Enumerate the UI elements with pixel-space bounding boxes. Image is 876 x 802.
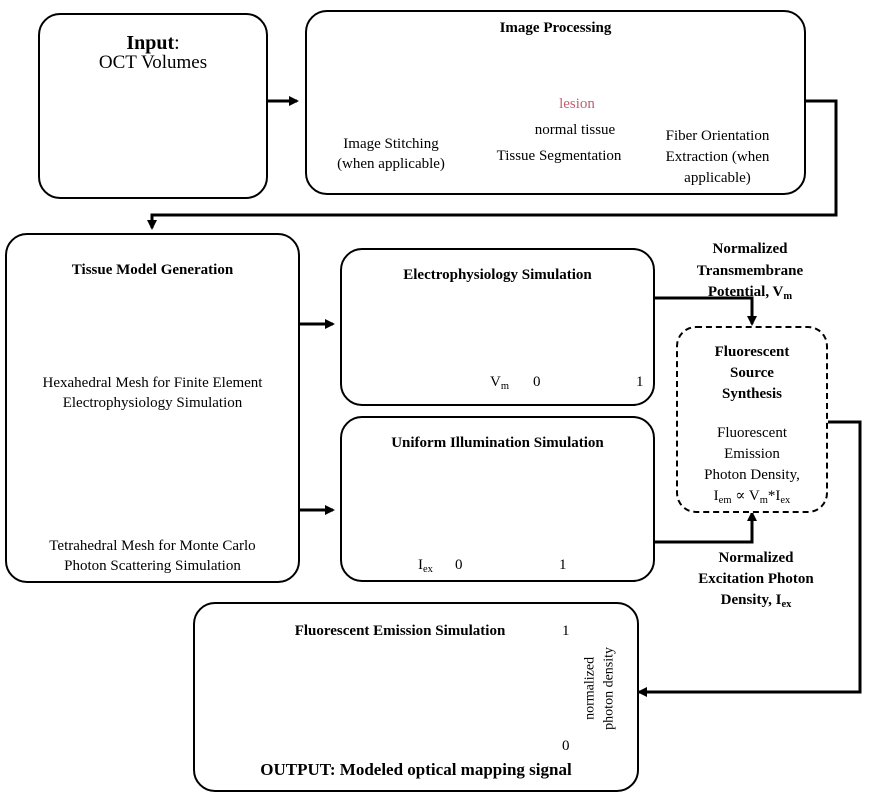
emission-box [193,602,639,792]
image-processing-box [305,10,806,195]
tet-mesh-label-2: Photon Scattering Simulation [64,558,241,574]
tet-mesh-label-1: Tetrahedral Mesh for Monte Carlo [49,538,256,554]
source-title-1: Fluorescent [714,344,790,360]
arrow-illum-to-source [655,511,757,544]
emission-colorbar-label-1: normalized [582,656,598,720]
segmentation-label: Tissue Segmentation [496,148,622,164]
illum-title: Uniform Illumination Simulation [391,435,604,451]
illumination-box [340,416,655,582]
iex-colorbar-label: Iex [418,557,433,575]
vm-colorbar-min: 0 [533,374,541,390]
fiber-label-1: Fiber Orientation [665,128,770,144]
output-label: OUTPUT: Modeled optical mapping signal [260,760,572,779]
arrow-source-to-output [637,420,862,697]
stitching-label-2: (when applicable) [337,156,445,172]
tissue-model-title: Tissue Model Generation [71,262,234,278]
input-box [38,13,268,199]
vm-label-2: Transmembrane [696,263,804,279]
connectors [147,96,862,697]
vm-label-1: Normalized [712,241,788,257]
fluorescent-source-box [676,326,828,513]
hex-mesh-label-2: Electrophysiology Simulation [62,395,243,411]
normal-tissue-label: normal tissue [534,122,616,138]
lesion-label: lesion [559,96,595,112]
source-body-3: Photon Density, [704,467,800,483]
electrophysiology-box [340,248,655,406]
fiber-label-3: applicable) [684,170,751,186]
arrow-electro-to-source [655,296,757,326]
processing-title: Image Processing [499,20,612,36]
stitching-label-1: Image Stitching [343,136,439,152]
iex-label-2: Excitation Photon [698,571,814,587]
electro-title: Electrophysiology Simulation [403,267,592,283]
emission-title: Fluorescent Emission Simulation [294,623,506,639]
input-title: Input: [126,32,180,54]
fiber-label-2: Extraction (when [665,149,770,165]
vm-label-3: Potential, Vm [707,284,793,302]
vm-colorbar-label: Vm [490,374,510,392]
iex-label-3: Density, Iex [720,592,792,610]
iex-colorbar-min: 0 [455,557,463,573]
emission-colorbar-max: 1 [562,623,570,639]
emission-colorbar-min: 0 [562,738,570,754]
source-body-2: Emission [724,446,780,462]
hex-mesh-label-1: Hexahedral Mesh for Finite Element [42,375,263,391]
vm-colorbar-max: 1 [636,374,644,390]
input-subtitle: OCT Volumes [98,52,208,73]
tissue-model-box [5,233,300,583]
source-title-3: Synthesis [721,386,783,402]
arrow-processing-to-model [147,99,838,230]
source-title-2: Source [730,365,774,381]
emission-colorbar-label-2: photon density [601,646,617,730]
iex-label-1: Normalized [718,550,794,566]
source-formula: Iem ∝ Vm*Iex [713,488,791,506]
iex-colorbar-max: 1 [559,557,567,573]
source-body-1: Fluorescent [717,425,787,441]
